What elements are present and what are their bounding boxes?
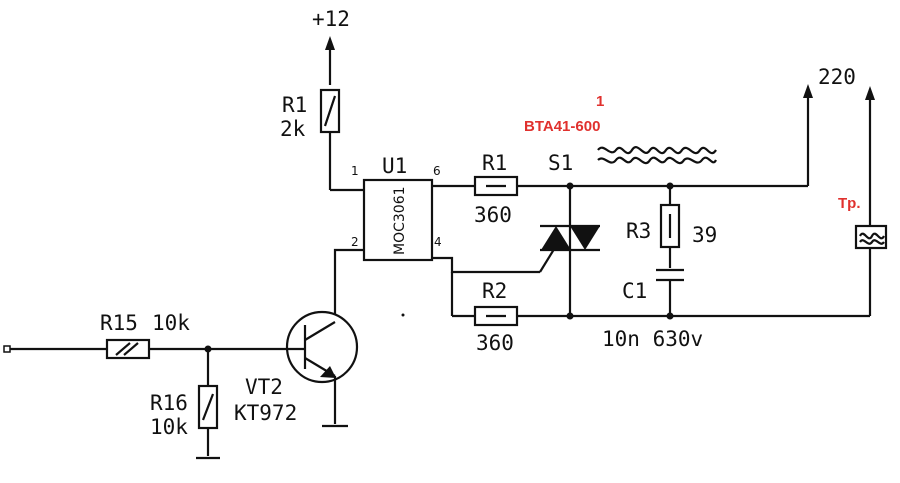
c1-ref: C1	[622, 279, 647, 303]
u1-ref: U1	[382, 154, 407, 178]
u1-part: MOC3061	[392, 186, 408, 255]
vt2-ref: VT2	[245, 375, 283, 399]
u1-pin-2: 2	[351, 235, 359, 249]
input-terminal	[3, 345, 11, 353]
r1-gate-ref: R1	[482, 151, 507, 175]
vt2-part: KT972	[234, 401, 297, 425]
r15-ref: R15	[100, 311, 138, 335]
r16-ref: R16	[150, 391, 188, 415]
triac-s1: S1 BTA41-600 1	[524, 93, 717, 316]
u1-pin-4: 4	[434, 235, 442, 249]
s1-ref: S1	[548, 151, 573, 175]
u1-pin-1: 1	[351, 164, 359, 178]
r2-value: 360	[476, 331, 514, 355]
vcc-arrow-icon	[325, 36, 335, 50]
resistor-r1-gate: R1 360	[432, 151, 570, 227]
capacitor-c1: C1 10n 630v	[602, 268, 703, 351]
r16-value: 10k	[150, 415, 188, 439]
optocoupler-u1: U1 MOC3061 1 2 6 4	[330, 154, 442, 262]
triac-mark: 1	[596, 93, 604, 110]
triac-part: BTA41-600	[524, 118, 600, 135]
resistor-r15: R15 10k	[100, 311, 190, 360]
vcc-supply: +12	[312, 7, 350, 85]
mains-top-rail: 220	[566, 65, 875, 232]
r3-ref: R3	[626, 219, 651, 243]
u1-pin-6: 6	[433, 164, 441, 178]
load-tp: Tp.	[838, 195, 888, 316]
mains-arrow-right-icon	[865, 86, 875, 100]
resistor-r3: R3 39	[626, 186, 717, 268]
mains-label: 220	[818, 65, 856, 89]
r2-ref: R2	[482, 279, 507, 303]
r1-gate-value: 360	[474, 203, 512, 227]
transistor-vt2: VT2 KT972	[234, 248, 364, 428]
r3-value: 39	[692, 223, 717, 247]
resistor-r16: R16 10k	[150, 349, 220, 460]
vcc-label: +12	[312, 7, 350, 31]
load-scribble-icon	[859, 232, 885, 245]
emitter-arrow-icon	[320, 366, 336, 378]
resistor-r1-pullup: R1 2k	[280, 88, 341, 190]
load-label: Tp.	[838, 195, 861, 212]
scribble-icon	[597, 146, 717, 165]
r1-pullup-ref: R1	[282, 93, 307, 117]
r15-value: 10k	[152, 311, 190, 335]
resistor-r2: R2 360	[432, 256, 870, 355]
c1-value: 10n 630v	[602, 327, 703, 351]
stray-dot	[401, 313, 405, 317]
mains-arrow-left-icon	[803, 84, 813, 98]
r1-pullup-value: 2k	[280, 117, 306, 141]
